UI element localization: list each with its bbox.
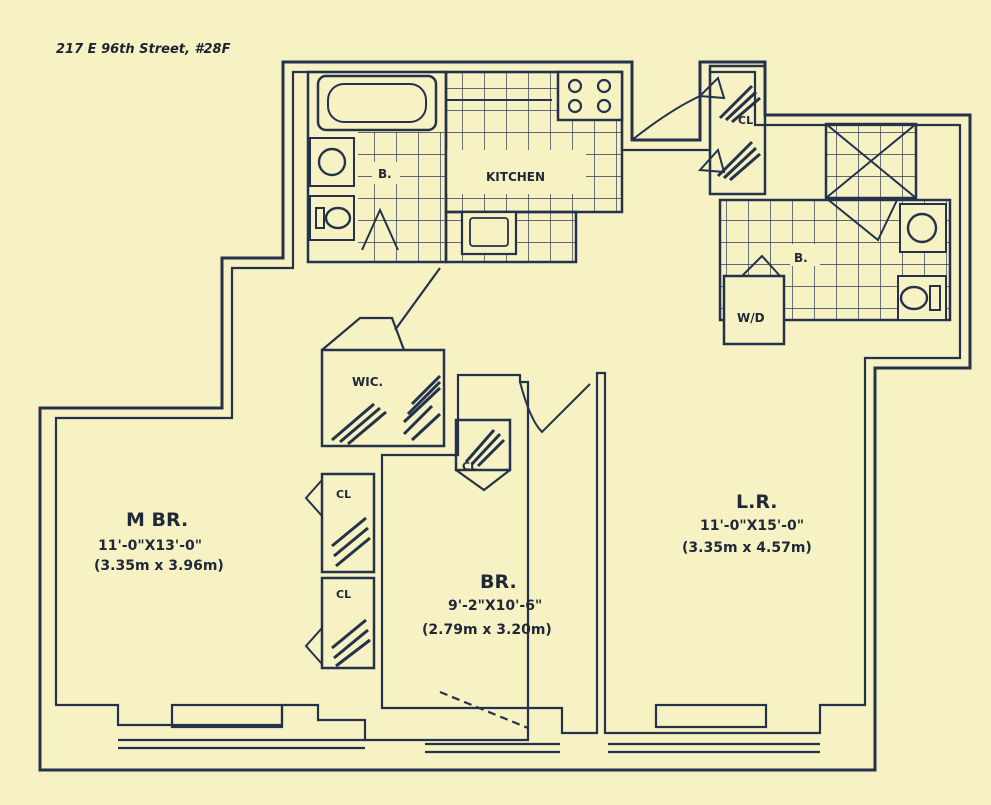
bedroom-name: BR. <box>480 571 517 593</box>
bedroom-door <box>519 381 591 434</box>
master-bedroom: M BR. 11'-0"X13'-0" (3.35m x 3.96m) <box>94 509 224 574</box>
bath-right: B. W/D <box>718 122 952 346</box>
bedroom-dim-metric: (2.79m x 3.20m) <box>422 622 552 638</box>
closet-entry-label: CL <box>738 114 753 127</box>
bath-left: B. <box>306 70 448 264</box>
bedroom-dim-imperial: 9'-2"X10'-6" <box>448 598 542 614</box>
closet-mbr-2-label: CL <box>336 588 351 601</box>
closets-mbr: CL CL <box>304 472 376 670</box>
closet-hall-label: CL <box>462 460 477 473</box>
wic-label: WIC. <box>352 375 383 389</box>
closet-mbr-1-label: CL <box>336 488 351 501</box>
kitchen-label: KITCHEN <box>486 170 545 184</box>
master-bedroom-dim-imperial: 11'-0"X13'-0" <box>98 538 202 554</box>
kitchen: KITCHEN <box>444 70 624 264</box>
closet-entry: CL <box>697 64 767 196</box>
bath-right-label: B. <box>794 251 808 265</box>
bath-left-label: B. <box>378 167 392 181</box>
walk-in-closet: WIC. <box>320 316 446 448</box>
master-bedroom-dim-metric: (3.35m x 3.96m) <box>94 558 224 574</box>
closet-hall: CL <box>454 418 512 492</box>
bedroom: BR. 9'-2"X10'-6" (2.79m x 3.20m) <box>422 571 552 638</box>
washer-dryer-label: W/D <box>737 311 765 325</box>
living-room-dim-imperial: 11'-0"X15'-0" <box>700 518 804 534</box>
living-room-name: L.R. <box>736 491 778 513</box>
living-room-dim-metric: (3.35m x 4.57m) <box>682 540 812 556</box>
living-room: L.R. 11'-0"X15'-0" (3.35m x 4.57m) <box>682 491 812 556</box>
master-bedroom-name: M BR. <box>126 509 188 531</box>
address-label: 217 E 96th Street, #28F <box>56 42 231 57</box>
hall-door <box>394 267 441 331</box>
entry-door-swing <box>631 95 701 141</box>
window-sills <box>118 690 820 754</box>
